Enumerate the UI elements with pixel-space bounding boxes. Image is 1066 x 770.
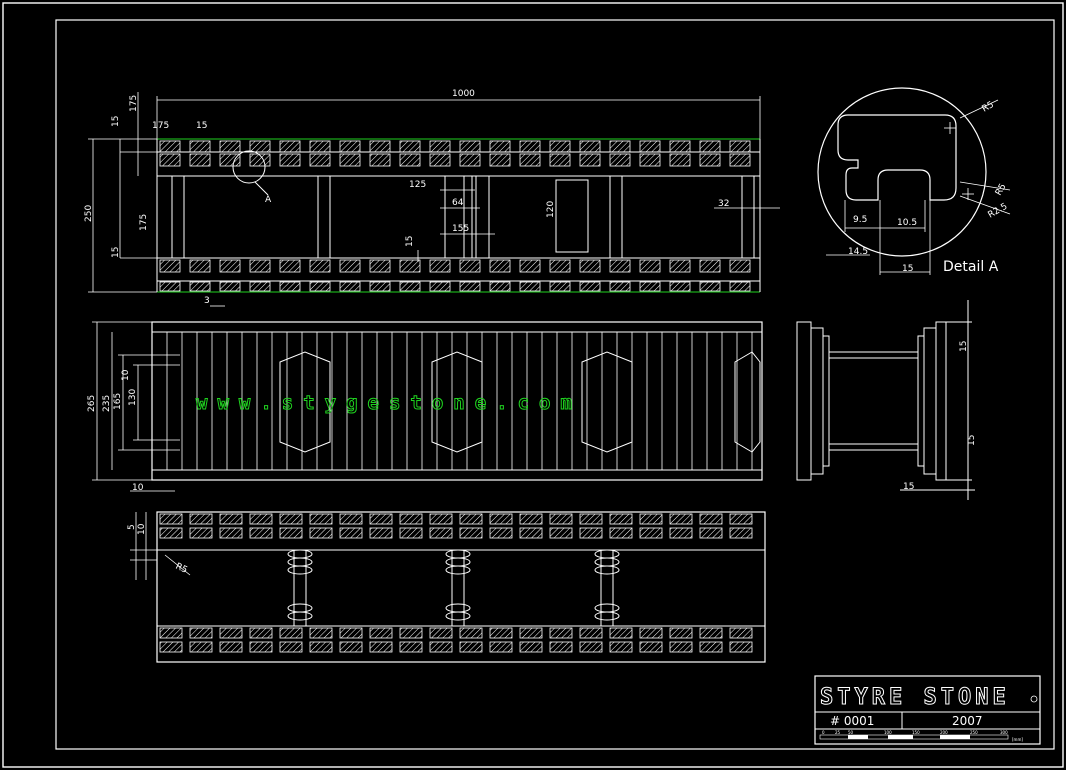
- dim-125: 125: [409, 180, 426, 190]
- drawing-frame: [55, 19, 1055, 750]
- dim-15-end-bottom: 15: [903, 482, 914, 492]
- hatched-rails: [159, 140, 751, 292]
- dim-1000: 1000: [452, 89, 475, 99]
- svg-text:50: 50: [848, 730, 854, 735]
- svg-text:300: 300: [1000, 730, 1008, 735]
- ribbed-posts: [287, 549, 620, 626]
- dim-165: 165: [113, 393, 123, 410]
- dim-250: 250: [84, 205, 94, 222]
- svg-text:100: 100: [884, 730, 892, 735]
- side-elevation: 265 235 165 130 10 10 15 15 15: [87, 300, 977, 500]
- detail-r2-5: R2.5: [987, 202, 1010, 221]
- dim-32: 32: [718, 199, 729, 209]
- detail-15: 15: [902, 264, 913, 274]
- title-block: STYRE STONE # 0001 2007 0 25 50 100 150 …: [814, 675, 1041, 745]
- dim-15-end-top: 15: [959, 341, 969, 352]
- dim-3: 3: [204, 296, 210, 306]
- slot-grooves: [166, 332, 753, 470]
- detail-a-view: R5 R5 R2.5 9.5 10.5 14.5 15 Detail A: [817, 87, 1011, 275]
- dim-15-mid: 15: [405, 236, 415, 247]
- drawing-year: 2007: [952, 714, 983, 728]
- dim-15-end-mid: 15: [967, 435, 977, 446]
- detail-a-label: A: [265, 195, 272, 205]
- dim-10-side: 10: [121, 369, 131, 381]
- dim-130: 130: [128, 389, 138, 406]
- watermark-text: www.stygestone.com: [196, 392, 582, 414]
- svg-text:150: 150: [912, 730, 920, 735]
- svg-text:25: 25: [835, 730, 841, 735]
- dim-235: 235: [102, 395, 112, 412]
- drawing-number: # 0001: [830, 714, 874, 728]
- svg-text:0: 0: [822, 730, 825, 735]
- brand-name: STYRE STONE: [820, 685, 1010, 710]
- dim-15-left-top: 15: [111, 116, 121, 127]
- dim-175-left: 175: [139, 214, 149, 231]
- dim-265: 265: [87, 395, 97, 412]
- svg-text:200: 200: [940, 730, 948, 735]
- dim-5: 5: [127, 524, 137, 530]
- dim-175-left-top: 175: [129, 95, 139, 112]
- dim-10-bottom-section: 10: [137, 523, 147, 535]
- detail-10-5: 10.5: [897, 218, 917, 228]
- dim-155: 155: [452, 224, 469, 234]
- detail-9-5: 9.5: [853, 215, 867, 225]
- dim-10-bottom: 10: [132, 483, 144, 493]
- scale-bar: 0 25 50 100 150 200 250 300 [mm]: [819, 730, 1023, 742]
- bottom-section: 5 10 R5: [127, 511, 766, 663]
- detail-a-marker: [232, 150, 266, 184]
- dim-15-top: 15: [196, 121, 207, 131]
- dim-15-left: 15: [111, 247, 121, 258]
- plan-view: A 1000 175 15 175 15 250 175 15 125: [84, 89, 780, 307]
- detail-14-5: 14.5: [848, 247, 868, 257]
- bottom-hatched-rails: [159, 513, 753, 653]
- dim-175-top: 175: [152, 121, 169, 131]
- svg-text:250: 250: [970, 730, 978, 735]
- detail-r5-side: R5: [994, 182, 1009, 197]
- scale-unit: [mm]: [1012, 737, 1023, 742]
- dim-r5: R5: [174, 562, 189, 576]
- dim-64: 64: [452, 198, 464, 208]
- detail-title: Detail A: [943, 259, 999, 275]
- dim-120: 120: [546, 201, 556, 218]
